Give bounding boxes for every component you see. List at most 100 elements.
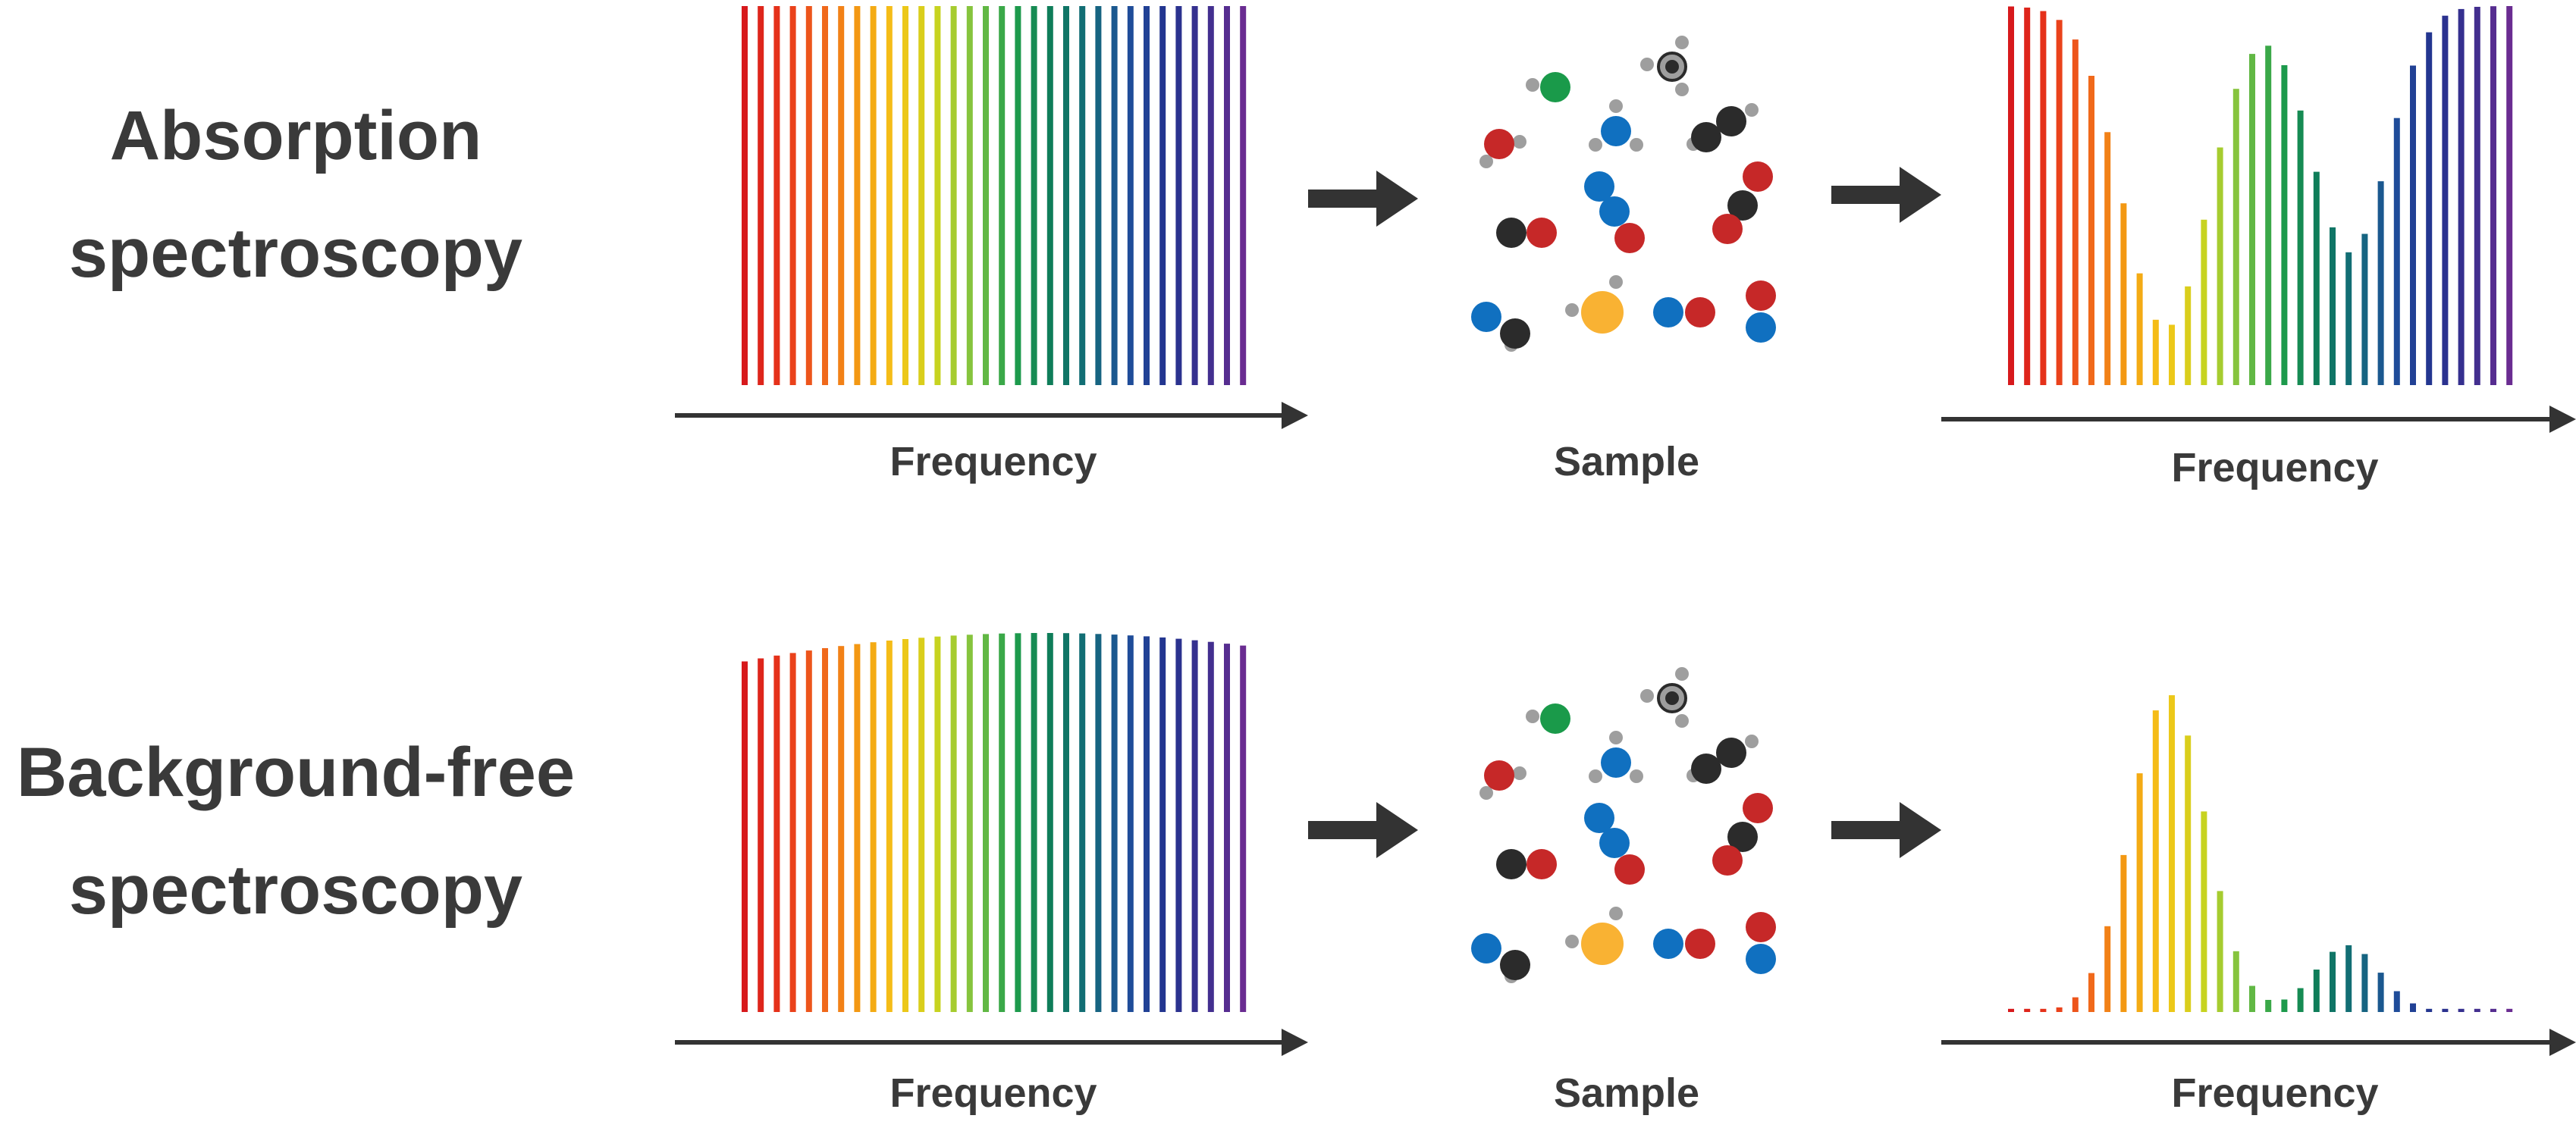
red-blue-molecule <box>1746 280 1776 343</box>
background-free-output-bar <box>2072 997 2079 1012</box>
absorption-input-bar <box>805 6 812 385</box>
background-free-input-bar <box>789 653 796 1012</box>
background-free-output-bar <box>2249 985 2255 1012</box>
atom <box>1526 849 1557 879</box>
atom <box>1746 280 1776 311</box>
absorption-input-frequency-axis <box>675 402 1308 429</box>
atom <box>1565 303 1579 317</box>
absorption-input-bar <box>1144 6 1150 385</box>
absorption-output-bar <box>2345 252 2352 385</box>
atom <box>1484 129 1514 159</box>
absorption-output-bar <box>2152 319 2159 385</box>
background-free-input-bar <box>1159 637 1166 1012</box>
absorption-output-bar <box>2474 7 2480 385</box>
absorption-input-bar <box>983 6 989 385</box>
background-free-arrow-from-sample <box>1831 802 1941 858</box>
atom <box>1526 710 1539 723</box>
absorption-input-bar <box>1175 6 1182 385</box>
background-free-output-bar <box>2345 945 2352 1012</box>
atom <box>1484 760 1514 791</box>
background-free-sample-molecules <box>1471 667 1776 983</box>
background-free-output-frequency-axis <box>1941 1029 2576 1056</box>
absorption-input-bar <box>902 6 908 385</box>
atom <box>1685 929 1715 959</box>
background-free-output-bar <box>2201 811 2207 1012</box>
atom <box>1609 275 1623 289</box>
absorption-input-bar <box>1063 6 1069 385</box>
absorption-input-bar <box>1224 6 1230 385</box>
atom <box>1599 828 1630 858</box>
atom <box>1665 691 1679 705</box>
background-free-input-bar <box>1144 636 1150 1012</box>
atom <box>1609 731 1623 744</box>
background-free-input-bar <box>950 635 957 1012</box>
atom <box>1581 923 1624 965</box>
background-free-output-bar <box>2490 1008 2496 1012</box>
absorption-output-bar <box>2201 219 2207 385</box>
absorption-output-bar <box>2490 6 2496 385</box>
background-free-output-bar <box>2281 999 2288 1012</box>
blue-molecule <box>1589 99 1643 152</box>
background-free-output-bar <box>2120 854 2127 1012</box>
atom <box>1614 854 1645 885</box>
absorption-output-bar <box>2040 11 2047 385</box>
atom <box>1601 747 1631 778</box>
atom <box>1584 803 1614 833</box>
red-grey-molecule <box>1479 129 1526 168</box>
atom <box>1712 214 1743 244</box>
atom <box>1727 822 1758 852</box>
absorption-output-bar <box>2313 171 2320 385</box>
absorption-output-frequency-axis <box>1941 406 2576 433</box>
absorption-input-bar <box>934 6 941 385</box>
atom <box>1581 291 1624 334</box>
absorption-input-bar <box>838 6 845 385</box>
background-free-input-bar <box>1175 638 1182 1012</box>
background-free-output-bar <box>2056 1007 2063 1012</box>
absorption-output-bar <box>2249 54 2255 385</box>
background-free-output-bar <box>2232 951 2239 1012</box>
background-free-input-bar <box>822 648 828 1012</box>
absorption-input-bar <box>918 6 925 385</box>
atom <box>1496 849 1526 879</box>
background-free-output-spectrum <box>2008 695 2513 1012</box>
absorption-input-bar <box>742 6 748 385</box>
absorption-input-bar <box>1127 6 1134 385</box>
background-free-input-bar <box>1111 634 1118 1012</box>
absorption-input-frequency-label: Frequency <box>890 439 1097 484</box>
atom <box>1513 766 1526 780</box>
atom <box>1496 218 1526 248</box>
background-free-output-bar <box>2217 891 2223 1012</box>
background-free-output-bar <box>2104 926 2111 1012</box>
atom <box>1599 196 1630 227</box>
atom <box>1653 929 1683 959</box>
atom <box>1630 769 1643 783</box>
absorption-input-bar <box>773 6 780 385</box>
background-free-output-bar <box>2169 695 2175 1012</box>
absorption-input-bar <box>1079 6 1086 385</box>
background-free-output-bar <box>2361 954 2368 1012</box>
background-free-input-bar <box>1240 645 1247 1012</box>
blue-molecule <box>1589 731 1643 783</box>
atom <box>1479 155 1493 168</box>
absorption-input-bar <box>1191 6 1198 385</box>
absorption-input-bar <box>1095 6 1102 385</box>
background-free-input-bar <box>983 634 989 1012</box>
background-free-output-bar <box>2185 735 2192 1012</box>
background-free-output-bar <box>2458 1008 2465 1012</box>
atom <box>1691 754 1721 784</box>
absorption-input-bar <box>1015 6 1021 385</box>
background-free-output-bar <box>2377 973 2384 1012</box>
absorption-output-spectrum <box>2008 6 2513 386</box>
background-free-output-bar <box>2410 1003 2416 1012</box>
absorption-output-bar <box>2330 227 2336 385</box>
atom <box>1540 72 1570 102</box>
background-free-input-bar <box>805 650 812 1012</box>
atom <box>1640 689 1654 703</box>
absorption-title-line2: spectroscopy <box>69 215 522 292</box>
absorption-output-bar <box>2458 8 2465 386</box>
atom <box>1584 171 1614 202</box>
green-molecule <box>1526 703 1570 734</box>
atom <box>1526 78 1539 92</box>
atom <box>1746 944 1776 974</box>
background-free-input-bar <box>999 633 1006 1012</box>
